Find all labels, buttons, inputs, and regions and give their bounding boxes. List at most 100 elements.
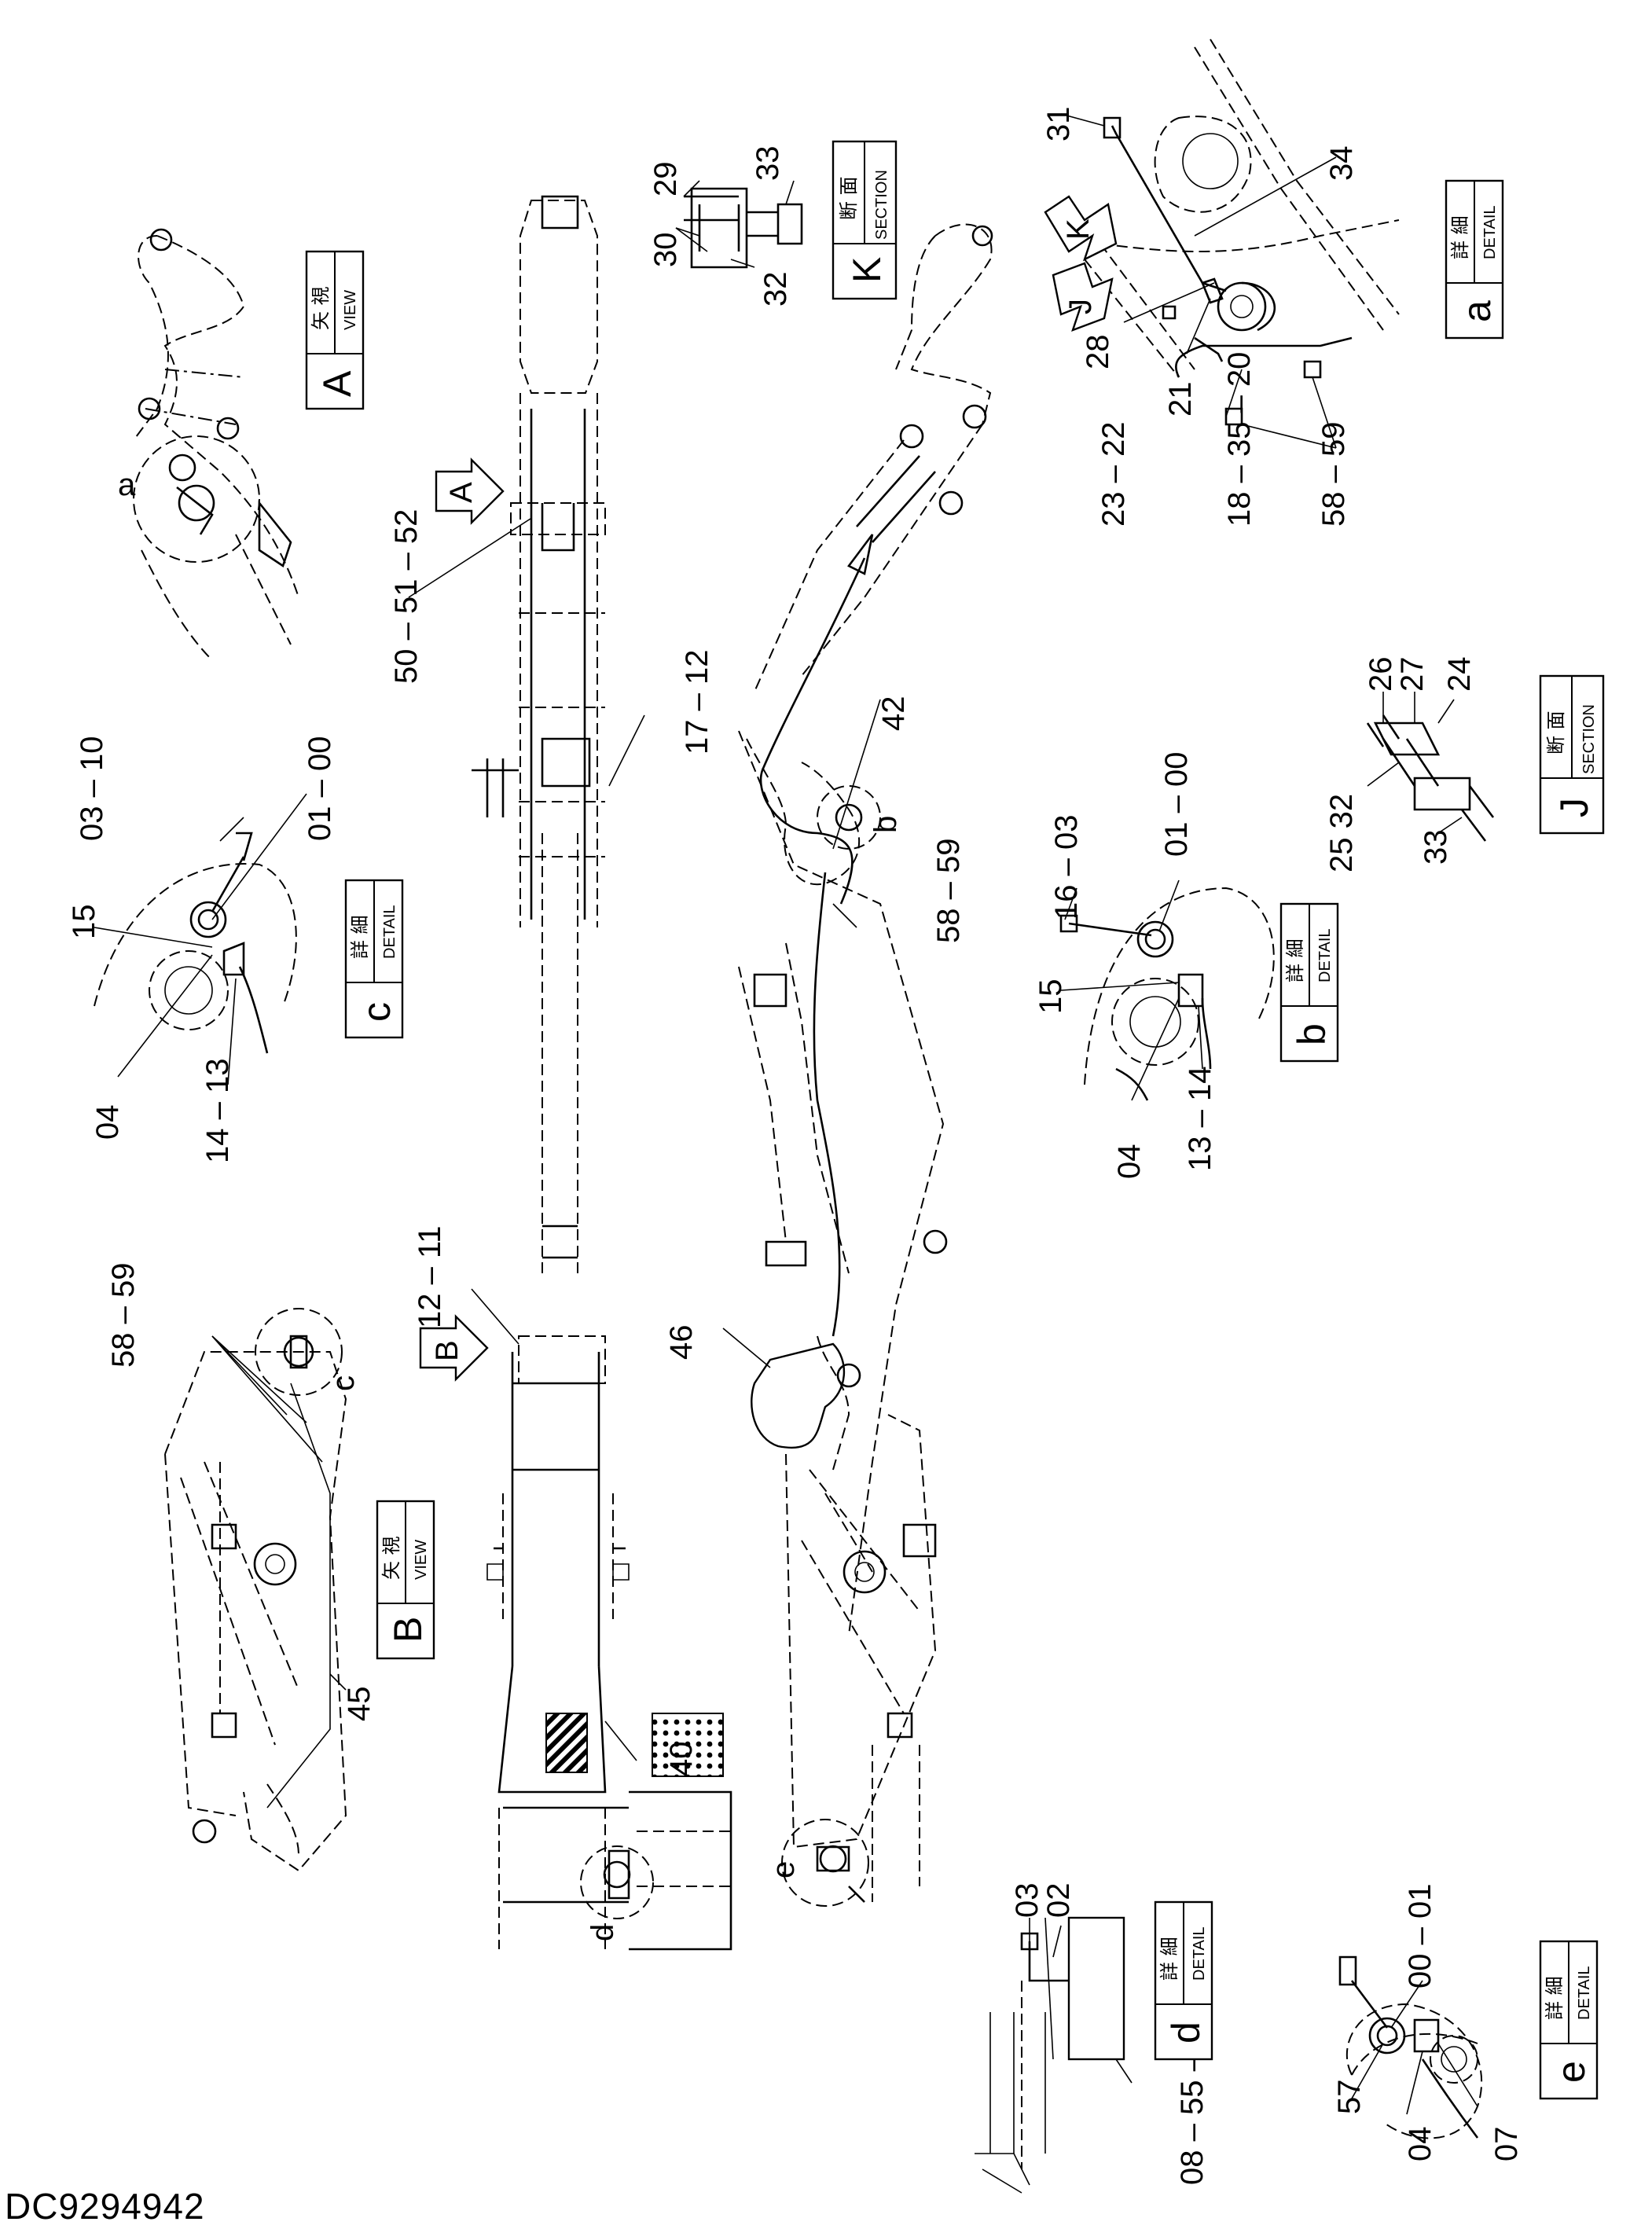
section-j-drawing <box>1366 714 1495 842</box>
callout-j-33: 33 <box>1419 830 1453 865</box>
callout-k-32: 32 <box>758 272 793 307</box>
boom-center-view <box>472 195 732 1951</box>
callout-b-45: 45 <box>342 1687 376 1722</box>
detail-a-callouts: 31 34 28 21 23 – 22 18 – 35 – 20 58 – 59 <box>1041 107 1359 527</box>
callout-b-16-03: 16 – 03 <box>1049 815 1084 920</box>
circle-label-a: a <box>118 468 136 502</box>
callout-a-28: 28 <box>1081 335 1115 370</box>
arrow-k-letter: K <box>1061 218 1096 240</box>
callout-a-31: 31 <box>1041 107 1076 142</box>
callout-d-03: 03 <box>1010 1883 1044 1919</box>
callout-k-29: 29 <box>648 162 683 197</box>
detail-a-jp: 詳 細 <box>1449 215 1471 259</box>
detail-c-en: DETAIL <box>381 905 398 959</box>
arrow-j: J <box>1052 262 1114 332</box>
detail-a-drawing <box>1084 39 1400 426</box>
detail-e-jp: 詳 細 <box>1544 1976 1566 2020</box>
arrow-a-letter: A <box>444 482 479 503</box>
circle-label-b: b <box>868 816 903 833</box>
view-b-jp: 矢 視 <box>380 1536 402 1580</box>
detail-d-drawing <box>975 1916 1125 2194</box>
view-b-letter: B <box>386 1617 430 1643</box>
arm-right-callouts: 42 58 – 59 46 b e <box>664 696 966 1879</box>
detail-b-en: DETAIL <box>1316 928 1334 982</box>
arrow-b: B <box>419 1314 489 1382</box>
view-a-letter: A <box>315 370 359 397</box>
callout-j-26: 26 <box>1364 657 1398 692</box>
callout-a-34: 34 <box>1324 146 1359 182</box>
callout-b-04: 04 <box>1112 1144 1147 1180</box>
callout-e-57: 57 <box>1332 2080 1367 2115</box>
circle-label-c: c <box>326 1375 361 1391</box>
callout-c-14-13: 14 – 13 <box>200 1059 235 1163</box>
callout-a-18-35-20: 18 – 35 – 20 <box>1222 352 1257 527</box>
callout-c-03-10: 03 – 10 <box>75 736 109 841</box>
callout-e-07: 07 <box>1489 2127 1524 2162</box>
detail-c-jp: 詳 細 <box>349 915 371 959</box>
callout-40: 40 <box>664 1742 699 1777</box>
view-a-jp: 矢 視 <box>310 286 332 330</box>
detail-e-label-box: 詳 細 DETAIL e <box>1539 1940 1599 2100</box>
detail-b-drawing <box>1059 887 1275 1101</box>
detail-c-label-box: 詳 細 DETAIL c <box>344 879 404 1039</box>
section-k-callouts: 29 33 30 32 <box>648 146 795 307</box>
callout-e-04: 04 <box>1403 2127 1437 2162</box>
detail-e-callouts: 00 – 01 57 04 07 <box>1332 1884 1524 2161</box>
callout-42: 42 <box>876 696 911 732</box>
circle-label-e: e <box>766 1861 801 1878</box>
callout-c-01-00: 01 – 00 <box>303 736 337 841</box>
detail-a-letter: a <box>1455 300 1499 322</box>
arrow-b-letter: B <box>430 1340 464 1361</box>
detail-d-letter: d <box>1164 2022 1208 2044</box>
arrow-a: A <box>435 457 505 525</box>
view-a-drawing: a <box>118 228 299 661</box>
callout-e-00-01: 00 – 01 <box>1403 1884 1437 1988</box>
arrow-j-letter: J <box>1063 299 1098 314</box>
callout-k-30: 30 <box>648 233 683 268</box>
detail-c-letter: c <box>354 1002 398 1022</box>
callout-d-02: 02 <box>1041 1883 1076 1919</box>
section-k-en: SECTION <box>873 170 890 240</box>
section-k-label-box: 断 面 SECTION K <box>832 140 898 300</box>
callout-j-25-32: 25 32 <box>1324 794 1359 872</box>
section-j-letter: J <box>1552 798 1596 817</box>
detail-a-en: DETAIL <box>1481 205 1499 259</box>
section-j-jp: 断 面 <box>1545 711 1567 755</box>
callout-j-24: 24 <box>1442 657 1477 692</box>
callout-17-12: 17 – 12 <box>680 650 714 755</box>
detail-e-letter: e <box>1549 2061 1593 2083</box>
view-a-en: VIEW <box>342 290 359 330</box>
callout-b-01-00: 01 – 00 <box>1159 752 1194 857</box>
view-a-label-box: 矢 視 VIEW A <box>305 250 365 410</box>
callout-j-27: 27 <box>1395 657 1430 692</box>
view-b-en: VIEW <box>413 1540 430 1580</box>
section-k-jp: 断 面 <box>838 176 860 220</box>
detail-c-drawing <box>94 832 297 1054</box>
callout-a-58-59: 58 – 59 <box>1316 422 1351 527</box>
callout-arm-58-59: 58 – 59 <box>931 839 966 943</box>
section-k-letter: K <box>845 257 889 283</box>
detail-e-drawing <box>1338 1955 1483 2139</box>
section-j-label-box: 断 面 SECTION J <box>1539 674 1605 835</box>
detail-b-letter: b <box>1290 1023 1334 1045</box>
view-b-label-box: 矢 視 VIEW B <box>376 1500 435 1660</box>
callout-46: 46 <box>664 1325 699 1361</box>
view-b-callouts: 58 – 59 c 45 <box>106 1263 376 1721</box>
callout-c-04: 04 <box>90 1105 125 1140</box>
callout-b-58-59: 58 – 59 <box>106 1263 141 1368</box>
callout-a-23-22: 23 – 22 <box>1096 422 1131 527</box>
detail-c-callouts: 03 – 10 01 – 00 15 04 14 – 13 <box>67 736 337 1163</box>
document-id: DC9294942 <box>5 2186 205 2227</box>
section-j-callouts: 26 27 24 25 32 33 <box>1324 657 1477 873</box>
detail-b-jp: 詳 細 <box>1284 938 1306 982</box>
callout-12-11: 12 – 11 <box>413 1226 447 1329</box>
arrow-k: K <box>1044 195 1118 262</box>
view-b-drawing <box>164 1308 347 1872</box>
detail-d-en: DETAIL <box>1191 1926 1208 1981</box>
detail-a-label-box: 詳 細 DETAIL a <box>1445 179 1504 340</box>
detail-d-jp: 詳 細 <box>1158 1937 1180 1981</box>
detail-b-label-box: 詳 細 DETAIL b <box>1279 902 1339 1063</box>
callout-b-13-14: 13 – 14 <box>1183 1067 1217 1171</box>
center-callouts: 50 – 51 – 52 17 – 12 12 – 11 40 d <box>389 509 714 1941</box>
